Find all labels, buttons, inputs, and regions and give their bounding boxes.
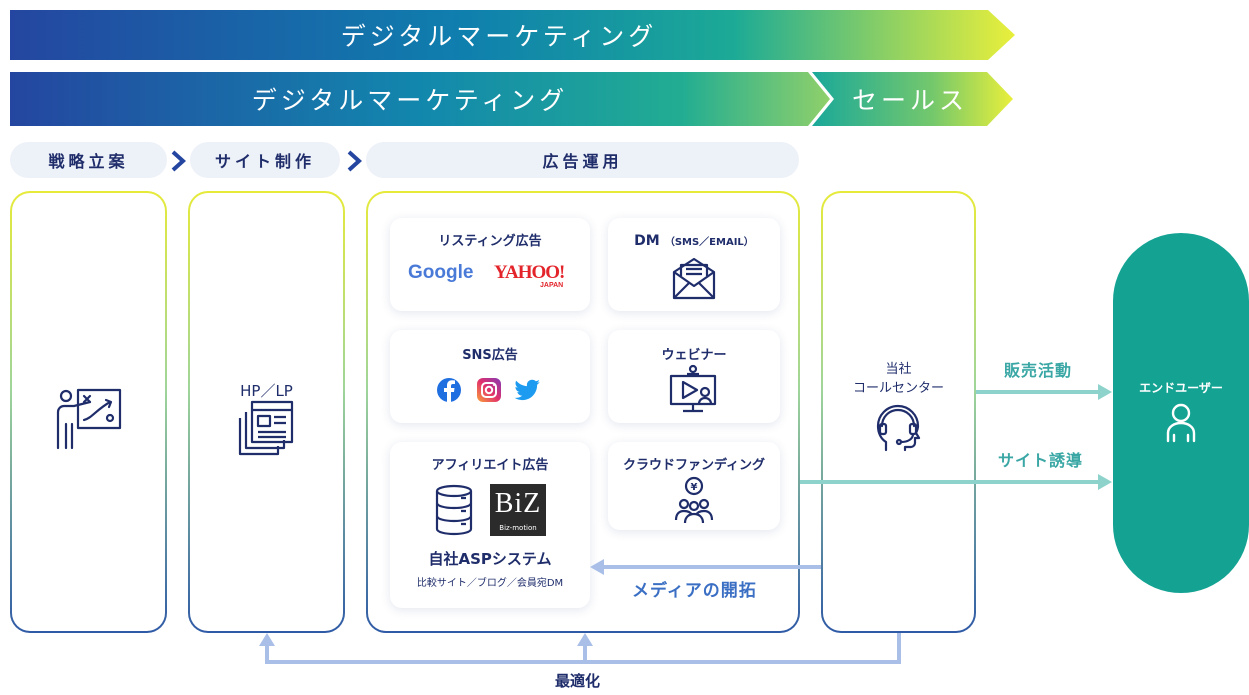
strategy-column — [10, 191, 167, 633]
media-development-arrow — [590, 559, 821, 575]
crowdfunding-card: クラウドファンディング ¥ — [608, 442, 780, 530]
optimization-arrow — [259, 633, 901, 664]
chevron-right-icon — [171, 150, 186, 172]
digital-band-arrow — [10, 72, 830, 126]
callcenter-column — [821, 191, 976, 633]
site-label: HP／LP — [240, 382, 293, 400]
end-user-node: エンドユーザー — [1113, 233, 1249, 593]
facebook-icon — [437, 378, 461, 403]
optimization-label: 最適化 — [555, 672, 601, 690]
operator-headset-icon — [876, 404, 921, 452]
listing-ad-title: リスティング広告 — [438, 234, 542, 249]
sales-activity-label: 販売活動 — [1004, 361, 1073, 380]
sales-band-label: セールス — [851, 86, 968, 115]
yahoo-japan-label: JAPAN — [540, 282, 564, 289]
user-icon — [1166, 403, 1196, 443]
dm-card: DM （SMS／EMAIL） — [608, 218, 780, 311]
website-pages-icon — [238, 400, 294, 456]
database-icon — [435, 484, 473, 536]
top-band-arrow — [10, 10, 1015, 60]
asp-system-subtitle: 比較サイト／ブログ／会員宛DM — [416, 578, 564, 589]
envelope-icon — [672, 257, 716, 300]
media-development-label: メディアの開拓 — [632, 581, 757, 601]
webinar-title: ウェビナー — [661, 348, 727, 363]
phase-bands — [10, 10, 1015, 126]
asp-system-title: 自社ASPシステム — [428, 550, 552, 568]
yen-group-icon: ¥ — [674, 476, 714, 524]
chevron-right-icon — [347, 150, 362, 172]
top-band-label: デジタルマーケティング — [340, 22, 658, 51]
dm-title: DM — [634, 233, 660, 249]
dm-title-row: DM （SMS／EMAIL） — [608, 230, 780, 249]
biz-logo-subtext: Biz-motion — [499, 524, 537, 532]
instagram-icon — [477, 378, 501, 402]
end-user-label: エンドユーザー — [1139, 381, 1223, 395]
webinar-card: ウェビナー — [608, 330, 780, 423]
site-column — [188, 191, 345, 633]
sns-logos — [437, 378, 540, 403]
dm-subtitle: （SMS／EMAIL） — [664, 237, 754, 248]
google-logo: Google — [408, 262, 474, 283]
phase-site-production: サイト制作 — [190, 142, 340, 178]
site-guidance-label: サイト誘導 — [998, 451, 1084, 470]
callcenter-label: 当社 コールセンター — [852, 362, 944, 396]
sales-band-arrow — [812, 72, 1013, 126]
sns-ad-card: SNS広告 — [390, 330, 590, 423]
webinar-screen-icon — [669, 364, 717, 413]
crowdfunding-title: クラウドファンディング — [622, 458, 766, 473]
affiliate-ad-title: アフィリエイト広告 — [431, 458, 549, 473]
sales-activity-arrow — [976, 384, 1112, 400]
biz-motion-logo: BiZ Biz-motion — [490, 484, 546, 536]
biz-logo-text: BiZ — [494, 488, 542, 519]
listing-ad-card: リスティング広告 Google YAHOO! JAPAN — [390, 218, 590, 311]
strategy-presenter-icon — [56, 388, 122, 450]
affiliate-ad-card: アフィリエイト広告 BiZ Biz-motion 自社ASPシステム 比較サイト… — [390, 442, 590, 608]
yahoo-logo: YAHOO! — [494, 262, 565, 283]
yen-symbol: ¥ — [691, 482, 698, 493]
site-guidance-arrow — [800, 474, 1112, 490]
phase-strategy: 戦略立案 — [10, 142, 167, 178]
phase-ad-operation: 広告運用 — [366, 142, 799, 178]
sns-ad-title: SNS広告 — [462, 348, 518, 363]
digital-band-label: デジタルマーケティング — [251, 86, 569, 115]
twitter-icon — [514, 379, 540, 401]
